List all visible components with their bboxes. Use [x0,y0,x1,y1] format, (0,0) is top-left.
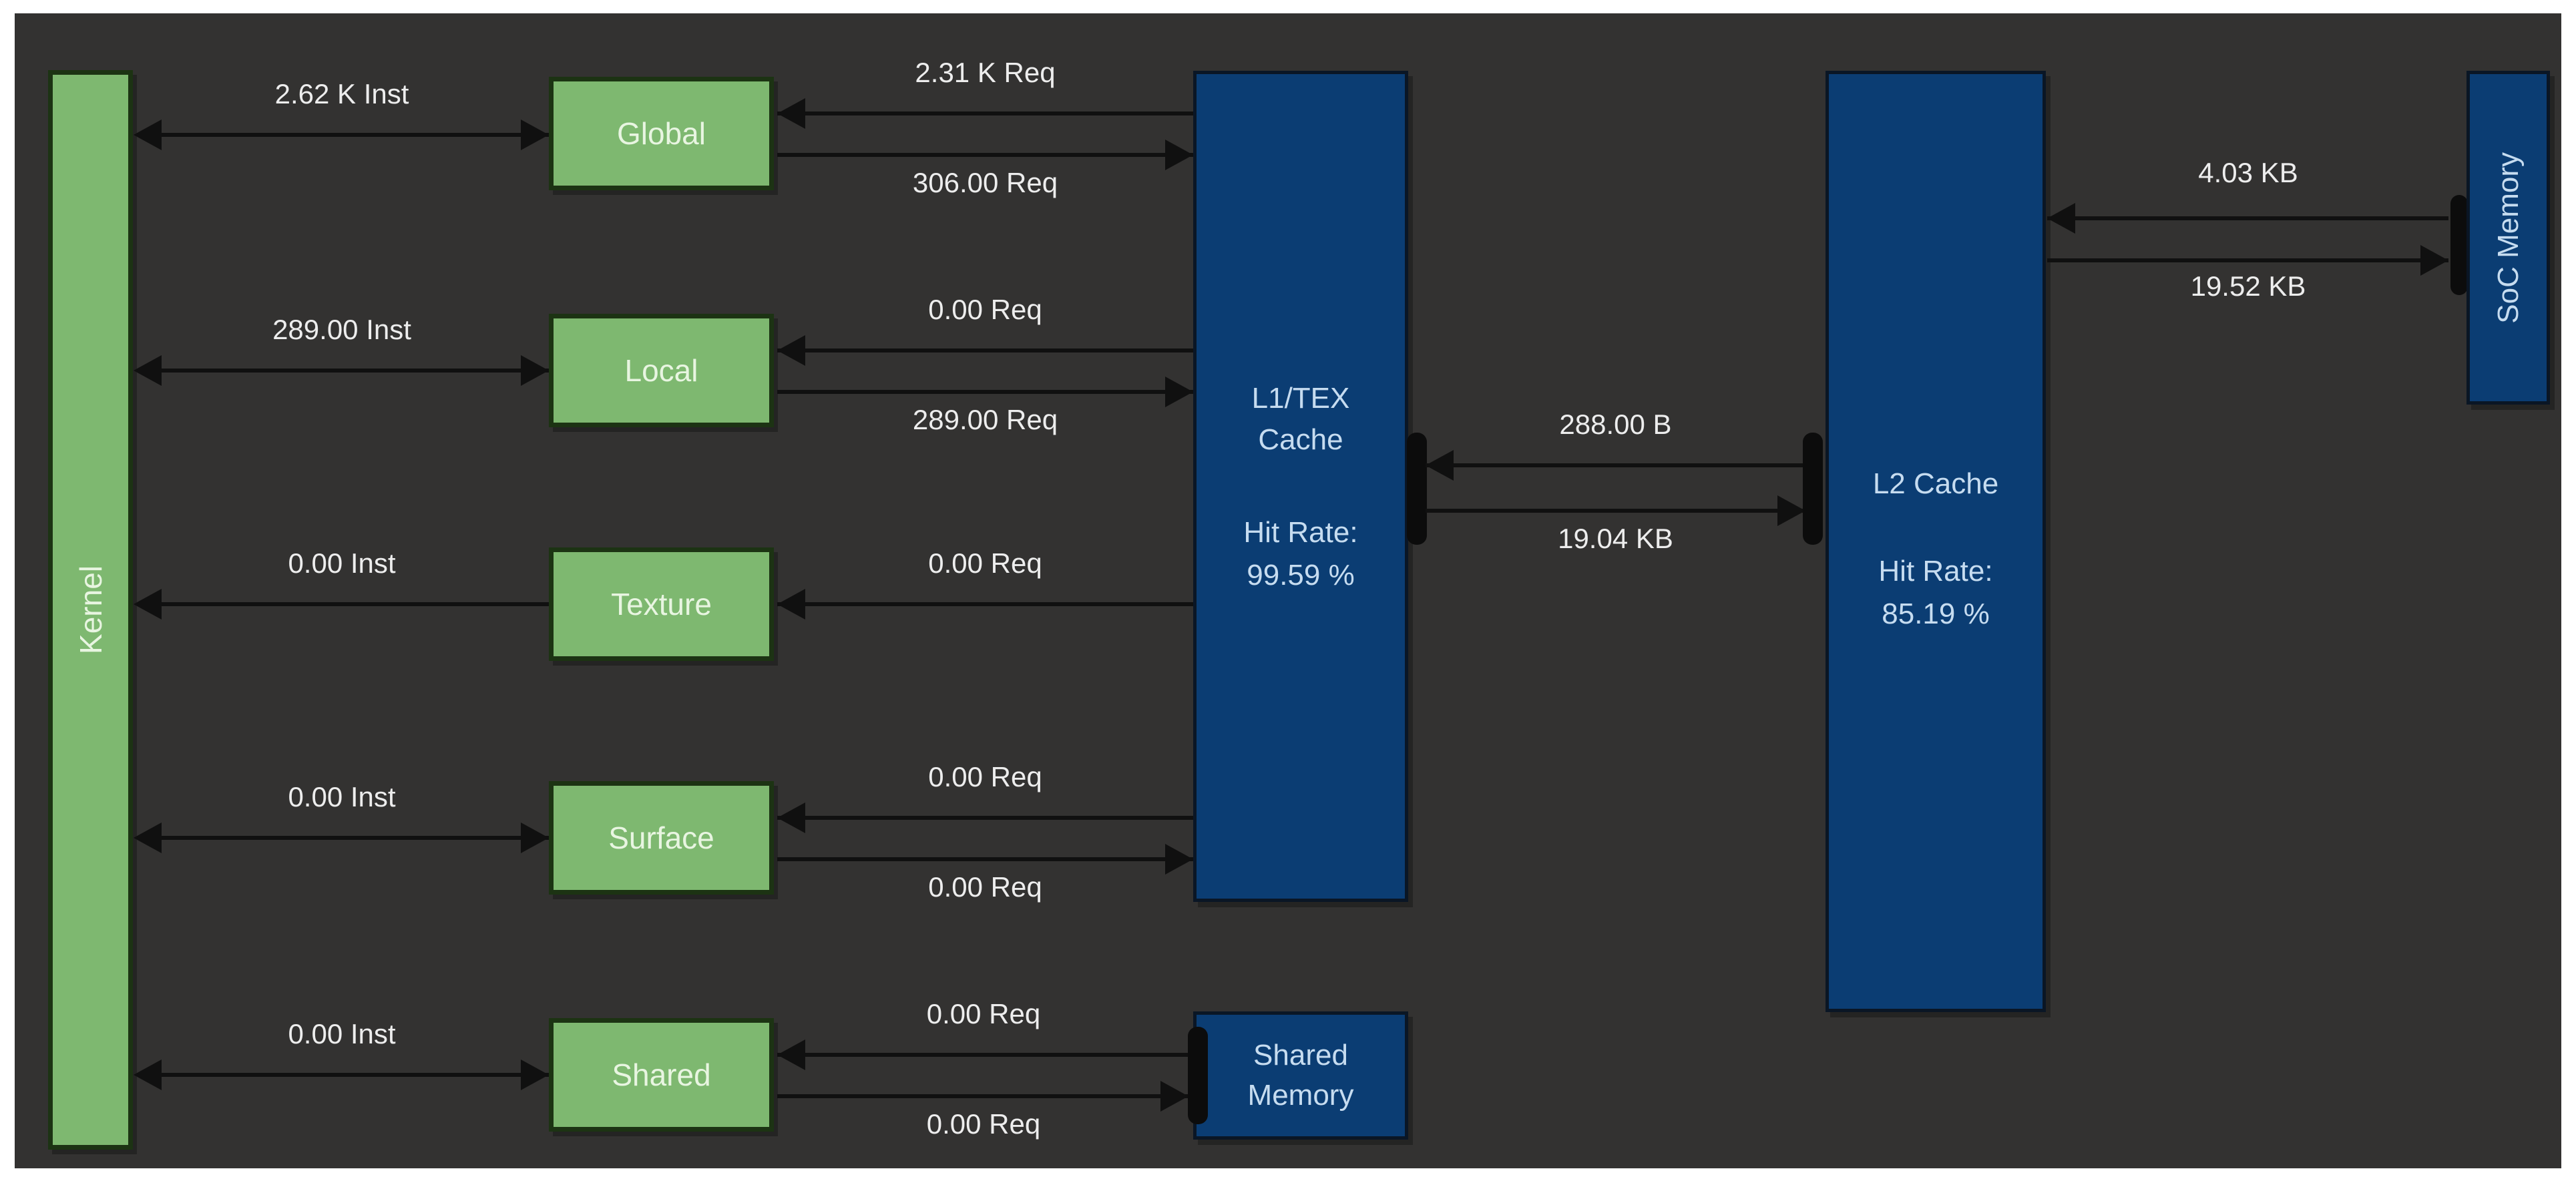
surface-l1-read-line [777,816,1193,820]
kernel-global-line [142,133,549,137]
surface-l1-read-arrowhead-icon [777,802,805,833]
global-l1-read-line [777,111,1193,115]
unit-global-label: Global [617,116,706,151]
l2-cache-title: L2 Cache [1872,467,1999,500]
kernel-global-arrowhead-right-icon [521,120,549,150]
l2-cache-node[interactable]: L2 Cache Hit Rate: 85.19 % [1826,71,2046,1012]
local-l1-write-arrowhead-icon [1165,377,1193,407]
kernel-local-line [142,369,549,373]
local-l1-read-label: 0.00 Req [928,294,1042,325]
l1-hit-rate-label: Hit Rate: [1243,516,1358,549]
shared-memory-title: Shared Memory [1247,1039,1354,1112]
unit-shared-label: Shared [612,1057,711,1092]
kernel-node[interactable]: Kernel [48,70,133,1150]
unit-surface-label: Surface [608,820,714,855]
texture-l1-read-arrowhead-icon [777,589,805,620]
l1-tex-cache-node[interactable]: L1/TEX Cache Hit Rate: 99.59 % [1193,71,1408,902]
l2-hit-rate-label: Hit Rate: [1878,555,1993,587]
l2-soc-write-arrowhead-icon [2420,245,2448,276]
texture-l1-read-label: 0.00 Req [928,547,1042,579]
kernel-local-arrowhead-left-icon [134,355,162,386]
surface-l1-write-label: 0.00 Req [928,871,1042,903]
texture-l1-read-line [777,602,1193,606]
l1-l2-read-arrowhead-icon [1426,450,1454,481]
unit-texture-label: Texture [611,587,712,622]
l2-soc-read-label: 4.03 KB [2198,157,2298,188]
global-l1-read-arrowhead-icon [777,98,805,129]
l1-right-port [1407,433,1427,545]
unit-surface[interactable]: Surface [549,781,774,895]
kernel-global-arrowhead-left-icon [134,120,162,150]
surface-l1-write-line [777,857,1193,861]
l1-hit-rate-value: 99.59 % [1247,559,1355,592]
l2-hit-rate: Hit Rate: 85.19 % [1829,550,2043,636]
kernel-surface-line [142,836,549,840]
memory-chart-panel: Kernel 2.62 K Inst 289.00 Inst 0.00 Inst… [15,13,2561,1168]
l1-l2-write-label: 19.04 KB [1558,523,1673,554]
soc-memory-title: SoC Memory [2491,152,2525,324]
local-l1-write-label: 289.00 Req [912,404,1058,435]
global-l1-write-label: 306.00 Req [912,167,1058,198]
global-l1-read-label: 2.31 K Req [915,57,1056,88]
shared-sm-write-arrowhead-icon [1160,1081,1189,1112]
l1-l2-write-arrowhead-icon [1777,495,1805,526]
unit-texture[interactable]: Texture [549,547,774,661]
kernel-shared-inst-label: 0.00 Inst [288,1018,396,1049]
shared-sm-write-line [777,1094,1190,1098]
l1-hit-rate: Hit Rate: 99.59 % [1197,511,1405,597]
l1-l2-read-line [1426,463,1805,467]
kernel-texture-arrowhead-left-icon [134,589,162,620]
kernel-global-inst-label: 2.62 K Inst [274,78,409,109]
kernel-texture-line [142,602,549,606]
l2-left-port [1803,433,1823,545]
shared-sm-write-label: 0.00 Req [926,1108,1041,1140]
kernel-texture-inst-label: 0.00 Inst [288,547,396,579]
l1-l2-write-line [1426,509,1805,513]
shared-sm-read-arrowhead-icon [777,1039,805,1070]
unit-shared[interactable]: Shared [549,1018,774,1132]
l2-hit-rate-value: 85.19 % [1882,598,1990,630]
kernel-shared-arrowhead-right-icon [521,1059,549,1090]
kernel-shared-line [142,1073,549,1077]
kernel-shared-arrowhead-left-icon [134,1059,162,1090]
kernel-local-arrowhead-right-icon [521,355,549,386]
shared-sm-read-label: 0.00 Req [926,998,1041,1029]
kernel-surface-arrowhead-left-icon [134,822,162,853]
kernel-surface-arrowhead-right-icon [521,822,549,853]
global-l1-write-line [777,153,1193,157]
l1-l2-read-label: 288.00 B [1559,409,1672,440]
unit-local[interactable]: Local [549,314,774,427]
surface-l1-write-arrowhead-icon [1165,844,1193,875]
kernel-surface-inst-label: 0.00 Inst [288,781,396,812]
l2-soc-write-label: 19.52 KB [2190,270,2306,302]
global-l1-write-arrowhead-icon [1165,140,1193,170]
kernel-label: Kernel [73,565,108,654]
unit-local-label: Local [624,353,698,388]
shared-memory-port [1188,1027,1208,1124]
l1-tex-cache-title: L1/TEX Cache [1251,382,1350,456]
surface-l1-read-label: 0.00 Req [928,761,1042,792]
l2-soc-write-line [2047,258,2448,262]
l2-soc-read-line [2047,216,2448,220]
kernel-local-inst-label: 289.00 Inst [272,314,411,345]
soc-memory-node[interactable]: SoC Memory [2466,71,2550,405]
soc-memory-port [2450,195,2468,295]
local-l1-read-line [777,348,1193,352]
local-l1-read-arrowhead-icon [777,335,805,366]
shared-sm-read-line [777,1053,1190,1057]
shared-memory-node[interactable]: Shared Memory [1193,1011,1408,1140]
unit-global[interactable]: Global [549,77,774,190]
l2-soc-read-arrowhead-icon [2047,203,2075,234]
local-l1-write-line [777,390,1193,394]
